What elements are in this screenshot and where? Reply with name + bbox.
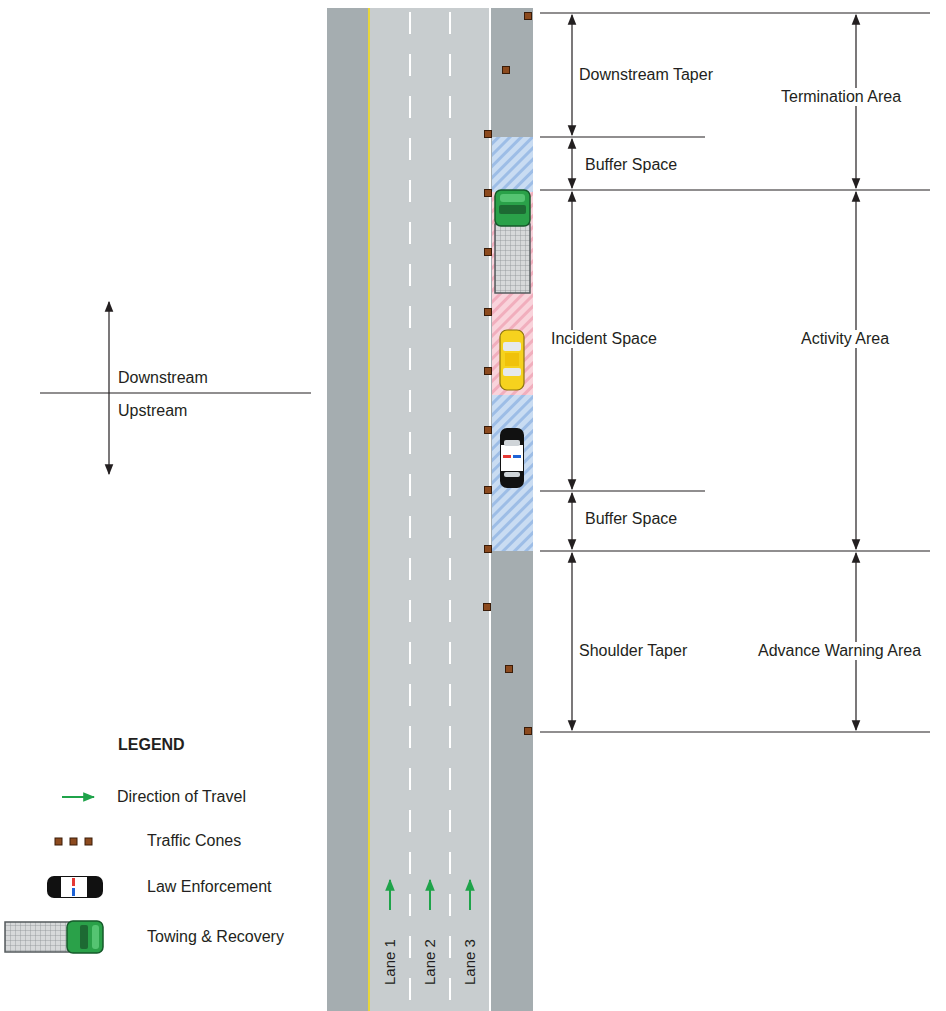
traffic-cone xyxy=(485,131,492,138)
dimension-label: Shoulder Taper xyxy=(576,642,690,660)
dimension-label: Downstream Taper xyxy=(576,66,716,84)
legend-heading: LEGEND xyxy=(118,736,185,754)
direction-axis xyxy=(40,302,311,474)
traffic-cone xyxy=(485,487,492,494)
dimension-label: Activity Area xyxy=(798,330,892,348)
dimension-label: Buffer Space xyxy=(582,510,680,528)
traffic-cone xyxy=(485,309,492,316)
legend-text: Towing & Recovery xyxy=(147,928,284,946)
lane-label: Lane 2 xyxy=(421,939,439,985)
traffic-cone xyxy=(484,604,491,611)
dimension-label: Advance Warning Area xyxy=(755,642,924,660)
lane-label: Lane 3 xyxy=(461,939,479,985)
traffic-cone xyxy=(506,666,513,673)
dimension-label: Termination Area xyxy=(778,88,904,106)
legend-samples xyxy=(5,797,103,953)
buffer-zone xyxy=(492,395,533,551)
direction-label: Downstream xyxy=(118,369,208,387)
direction-label: Upstream xyxy=(118,402,187,420)
legend-text: Direction of Travel xyxy=(117,788,246,806)
traffic-cone xyxy=(485,368,492,375)
roadway xyxy=(327,8,533,1011)
dimension-lines xyxy=(540,13,930,732)
legend-text: Traffic Cones xyxy=(147,832,241,850)
incident-vehicle xyxy=(500,330,524,390)
traffic-cone xyxy=(485,546,492,553)
traffic-cone xyxy=(485,427,492,434)
tow-truck xyxy=(495,190,530,293)
police-car xyxy=(500,428,524,488)
dimension-label: Incident Space xyxy=(548,330,660,348)
lane-label: Lane 1 xyxy=(381,939,399,985)
dimension-label: Buffer Space xyxy=(582,156,680,174)
traffic-cone xyxy=(485,249,492,256)
traffic-cone xyxy=(503,67,510,74)
legend-text: Law Enforcement xyxy=(147,878,272,896)
traffic-cone xyxy=(525,728,532,735)
traffic-cone xyxy=(525,13,532,20)
traffic-cones xyxy=(484,13,532,735)
buffer-zone xyxy=(492,137,533,192)
travel-arrows xyxy=(390,880,470,910)
traffic-cone xyxy=(485,190,492,197)
